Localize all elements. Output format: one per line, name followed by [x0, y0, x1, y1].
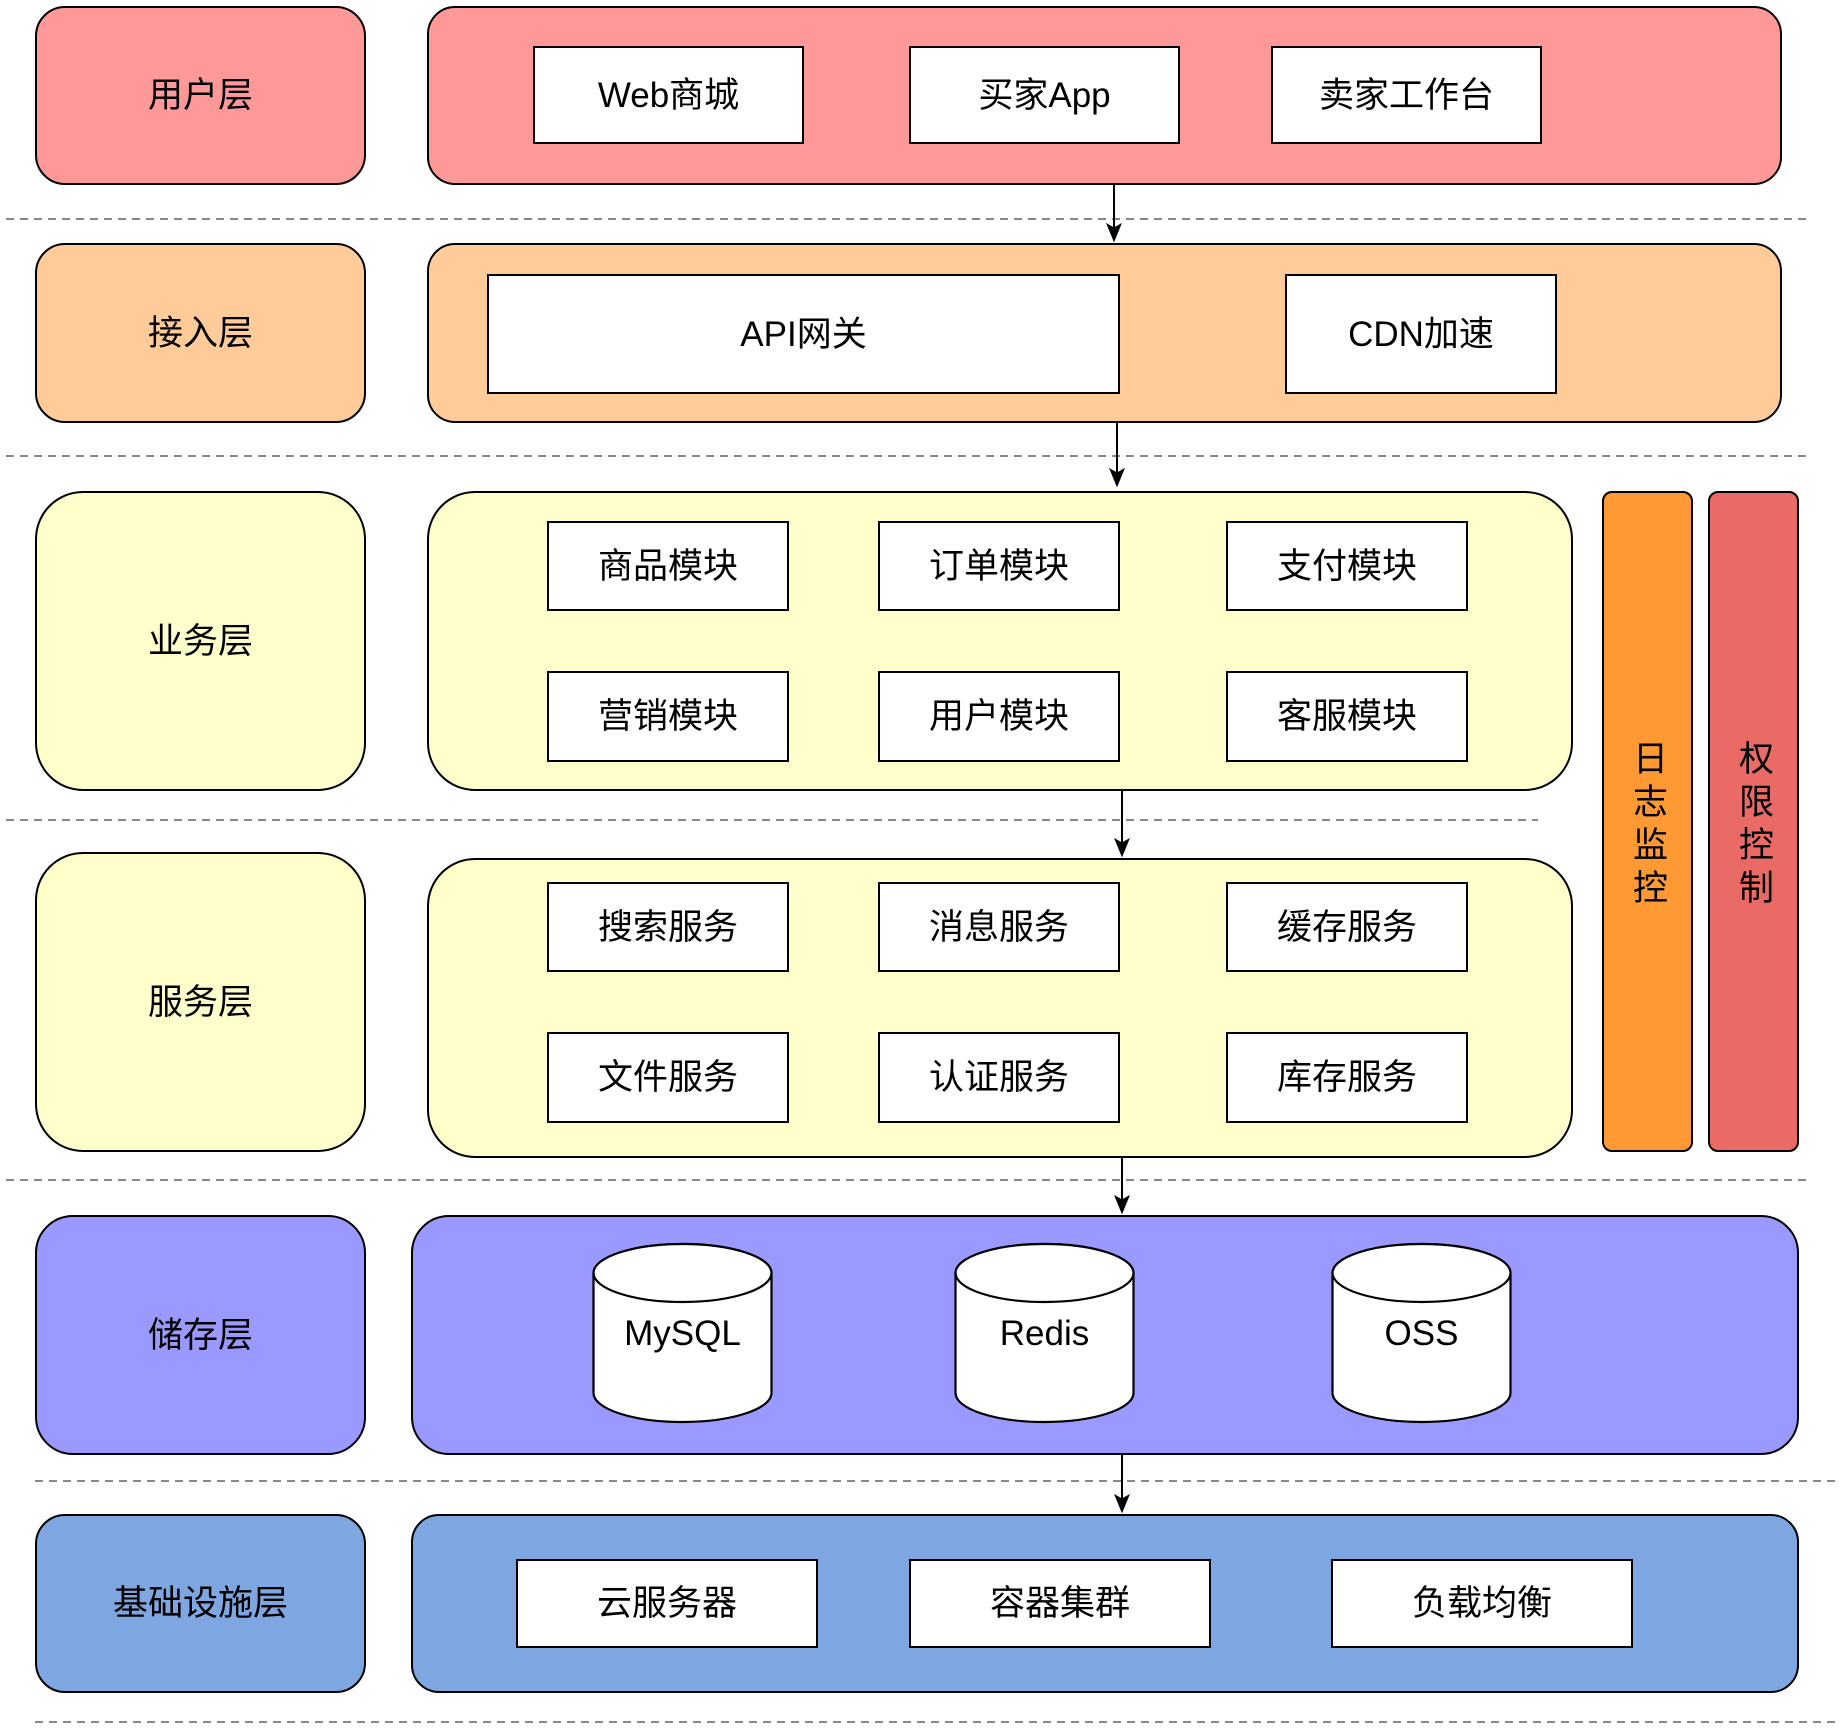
node-marketing-module: 营销模块 — [547, 671, 789, 762]
database-cylinder-icon — [1331, 1242, 1512, 1424]
node-cache-service: 缓存服务 — [1226, 882, 1468, 972]
node-product-module: 商品模块 — [547, 521, 789, 611]
node-seller-workbench: 卖家工作台 — [1271, 46, 1542, 144]
node-cloud-server: 云服务器 — [516, 1559, 818, 1648]
flow-arrow-storage-to-infrastructure — [1113, 1455, 1131, 1514]
layer-label-service: 服务层 — [35, 852, 366, 1152]
database-redis: Redis — [954, 1242, 1135, 1424]
layer-label-infrastructure: 基础设施层 — [35, 1514, 366, 1693]
node-auth-service: 认证服务 — [878, 1032, 1120, 1123]
flow-arrow-user-to-access — [1105, 185, 1123, 243]
layer-label-storage: 储存层 — [35, 1215, 366, 1455]
storage-oss: OSS — [1331, 1242, 1512, 1424]
node-buyer-app: 买家App — [909, 46, 1180, 144]
node-order-module: 订单模块 — [878, 521, 1120, 611]
database-mysql-label: MySQL — [624, 1313, 741, 1353]
database-redis-label: Redis — [999, 1313, 1090, 1353]
storage-oss-label: OSS — [1384, 1313, 1459, 1353]
sidebar-access-control: 权限控制 — [1708, 491, 1799, 1152]
node-inventory-service: 库存服务 — [1226, 1032, 1468, 1123]
node-web-mall: Web商城 — [533, 46, 804, 144]
sidebar-access-control-label: 权限控制 — [1734, 739, 1773, 912]
node-user-module: 用户模块 — [878, 671, 1120, 762]
node-payment-module: 支付模块 — [1226, 521, 1468, 611]
node-message-service: 消息服务 — [878, 882, 1120, 972]
flow-arrow-access-to-business — [1108, 423, 1126, 488]
node-container-cluster: 容器集群 — [909, 1559, 1211, 1648]
layer-label-user: 用户层 — [35, 6, 366, 185]
arrow-head-icon — [1108, 467, 1126, 488]
flow-arrow-service-to-storage — [1113, 1158, 1131, 1215]
arrow-head-icon — [1113, 837, 1131, 858]
node-customer-service-module: 客服模块 — [1226, 671, 1468, 762]
sidebar-log-monitoring: 日志监控 — [1602, 491, 1693, 1152]
database-cylinder-icon — [954, 1242, 1135, 1424]
layer-label-access: 接入层 — [35, 243, 366, 423]
node-search-service: 搜索服务 — [547, 882, 789, 972]
sidebar-log-monitoring-label: 日志监控 — [1628, 739, 1667, 912]
node-file-service: 文件服务 — [547, 1032, 789, 1123]
node-cdn-acceleration: CDN加速 — [1285, 274, 1557, 394]
arrow-head-icon — [1113, 1493, 1131, 1514]
database-cylinder-icon — [592, 1242, 773, 1424]
database-mysql: MySQL — [592, 1242, 773, 1424]
node-load-balancer: 负载均衡 — [1331, 1559, 1633, 1648]
node-api-gateway: API网关 — [487, 274, 1120, 394]
layer-label-business: 业务层 — [35, 491, 366, 791]
arrow-head-icon — [1113, 1194, 1131, 1215]
flow-arrow-business-to-service — [1113, 791, 1131, 858]
arrow-head-icon — [1105, 222, 1123, 243]
